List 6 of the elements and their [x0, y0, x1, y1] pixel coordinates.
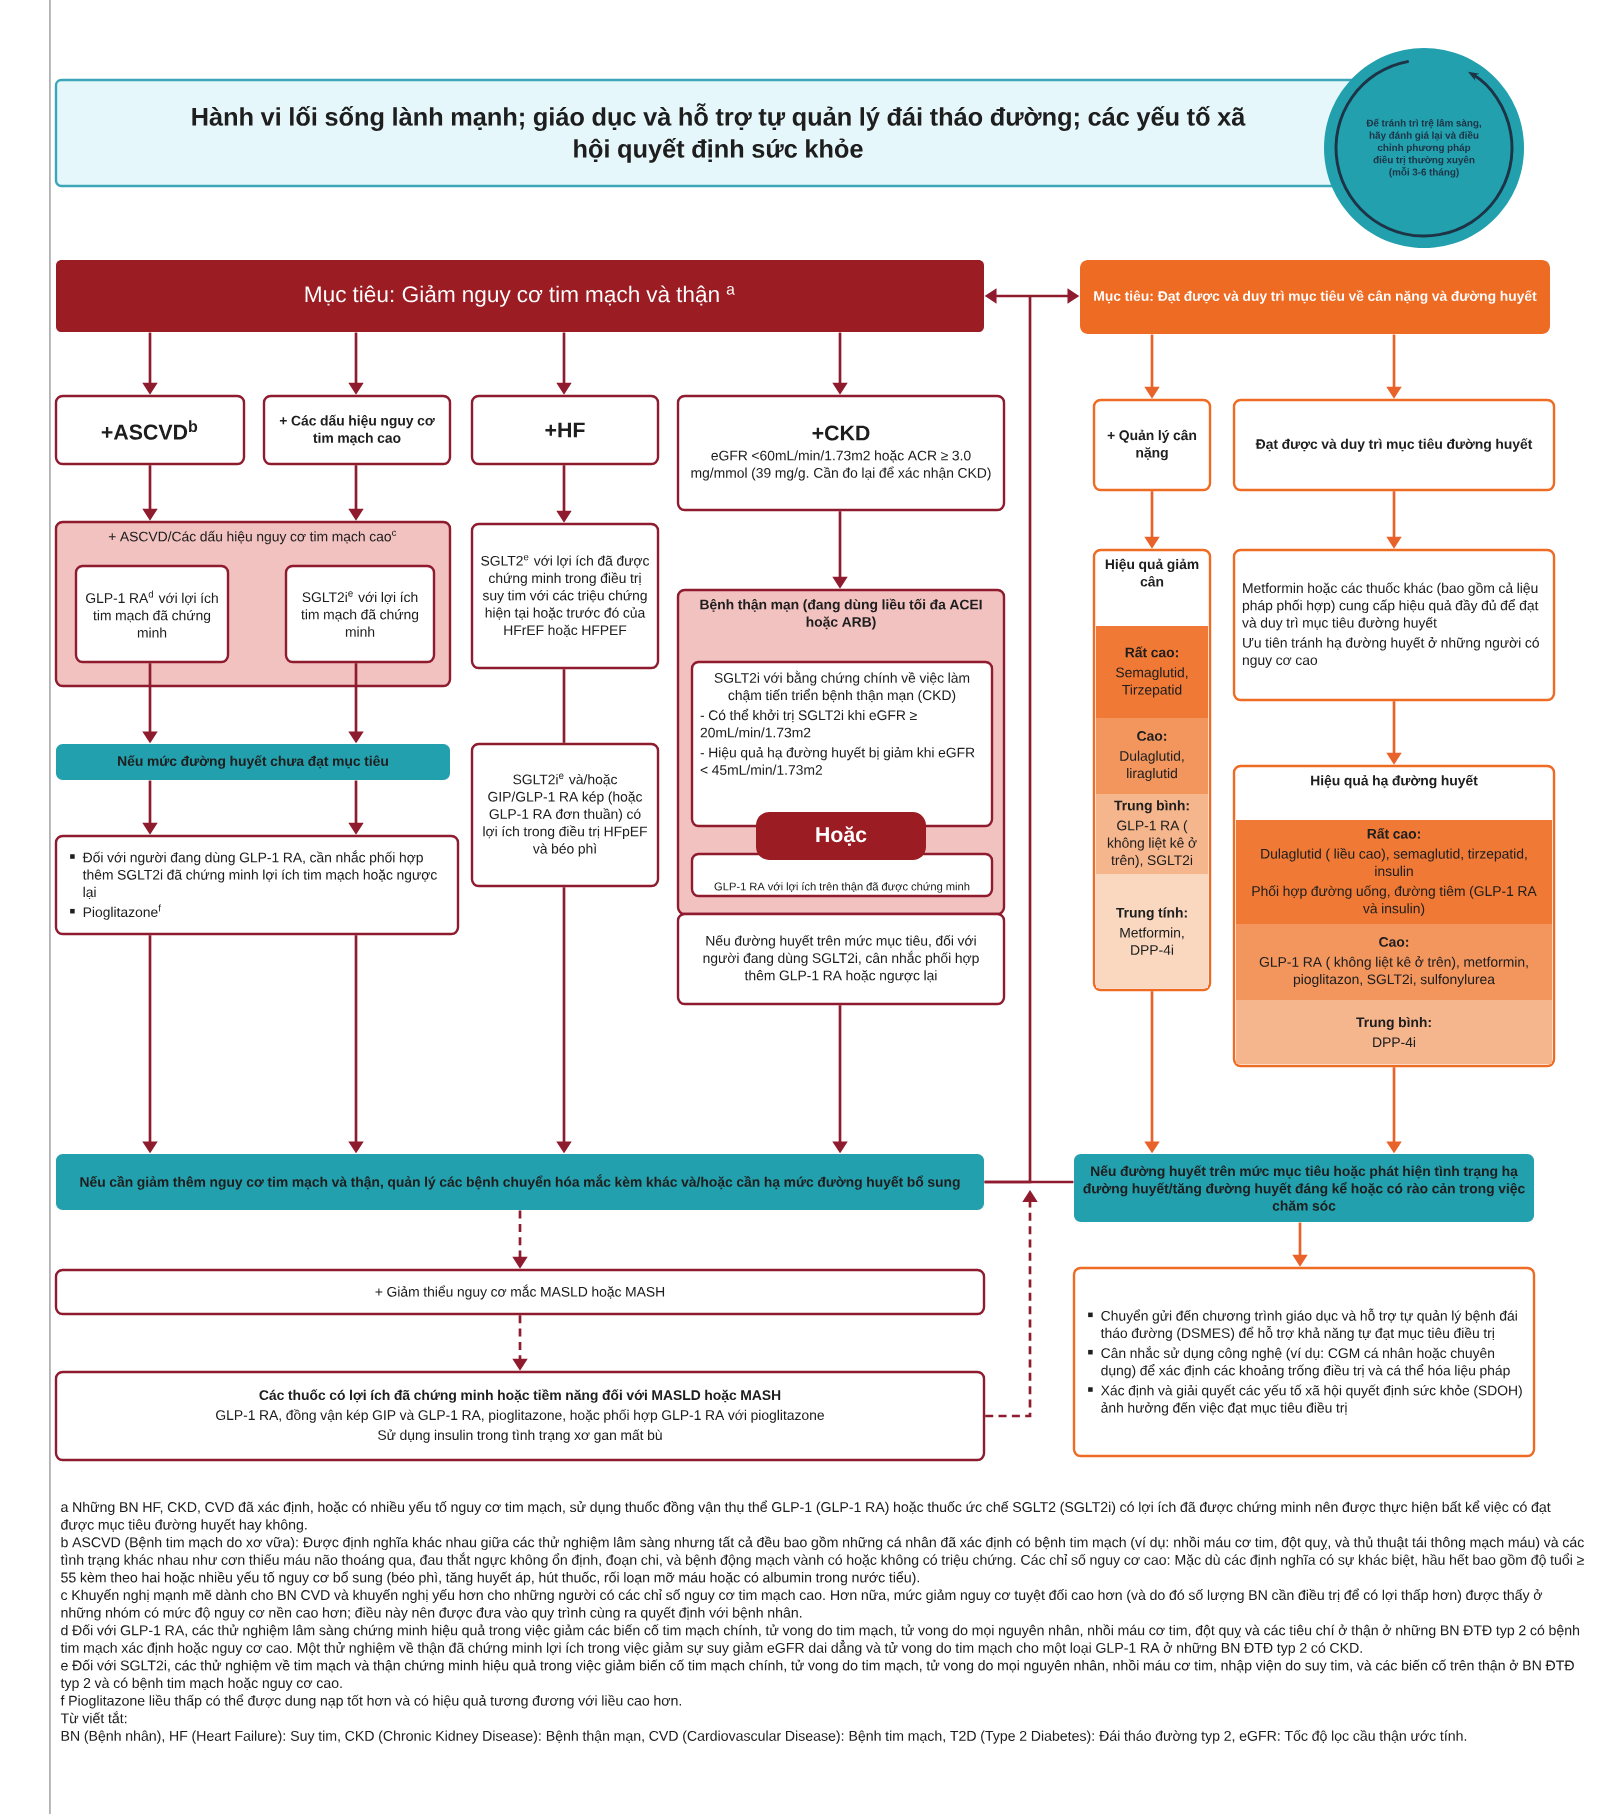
- goal-bar: Mục tiêu: Giảm nguy cơ tim mạch và thận $^{a}$: [56, 260, 984, 332]
- connector-line: [562, 669, 566, 743]
- condition-box: +HF: [470, 394, 660, 466]
- connector-line: [984, 1180, 1074, 1184]
- or-label: Hoặc: [756, 812, 926, 860]
- condition-box: +ASCVD$^{b}$: [54, 394, 246, 466]
